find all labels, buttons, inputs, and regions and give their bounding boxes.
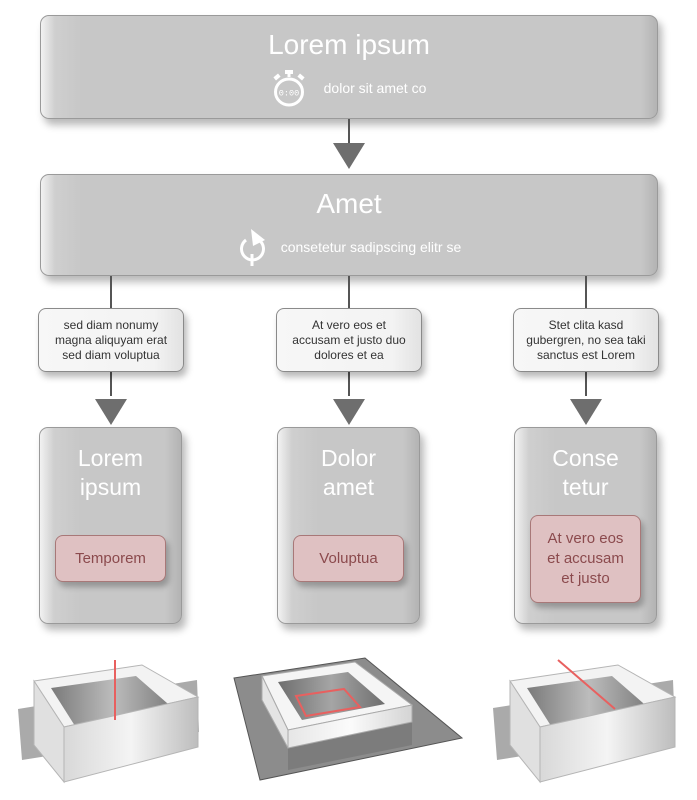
note-3: Stet clita kasd gubergren, no sea taki s…: [513, 308, 659, 372]
card-tag: At vero eos et accusam et justo: [530, 515, 641, 603]
arrow-down-icon: [333, 399, 365, 425]
red-square-outline: [294, 687, 362, 718]
box-left: [261, 675, 289, 749]
card-3: Conse tetur At vero eos et accusam et ju…: [514, 427, 657, 624]
box-cavity: [51, 676, 175, 737]
box-left: [509, 679, 541, 784]
refresh-icon: [239, 229, 265, 266]
connector-line: [348, 119, 350, 143]
card-2: Dolor amet Voluptua: [277, 427, 420, 624]
top-box-subtitle-row: 0:00 dolor sit amet co: [41, 68, 657, 108]
middle-box-subtitle-row: consetetur sadipscing elitr se: [41, 225, 657, 269]
arrow-down-icon: [95, 399, 127, 425]
box-left: [33, 679, 65, 784]
middle-box-subtitle: consetetur sadipscing elitr se: [280, 239, 462, 255]
illustration-box-on-plane: [233, 657, 464, 781]
stopwatch-readout: 0:00: [278, 89, 298, 99]
illustration-box-diagonal-line: [493, 659, 677, 784]
arrow-down-icon: [570, 399, 602, 425]
card-title: Lorem ipsum: [77, 445, 144, 500]
card-title: Conse tetur: [552, 445, 619, 500]
red-axis-line: [557, 659, 616, 710]
note-2: At vero eos et accusam et justo duo dolo…: [276, 308, 422, 372]
top-box-subtitle: dolor sit amet co: [323, 80, 427, 96]
card-1: Lorem ipsum Temporem: [39, 427, 182, 624]
middle-process-box: Amet consetetur sadipscing elitr se: [40, 174, 658, 276]
note-1: sed diam nonumy magna aliquyam erat sed …: [38, 308, 184, 372]
box-cavity: [527, 676, 651, 737]
top-process-box: Lorem ipsum 0:00 dolor sit amet co: [40, 15, 658, 119]
card-tag: Temporem: [55, 535, 166, 582]
card-tag: Voluptua: [293, 535, 404, 582]
top-box-title: Lorem ipsum: [268, 29, 430, 60]
arrow-down-icon: [333, 143, 365, 169]
illustration-box-vertical-line: [18, 660, 200, 784]
middle-box-title: Amet: [316, 188, 382, 219]
stopwatch-icon: 0:00: [273, 70, 305, 107]
card-title: Dolor amet: [321, 445, 376, 500]
